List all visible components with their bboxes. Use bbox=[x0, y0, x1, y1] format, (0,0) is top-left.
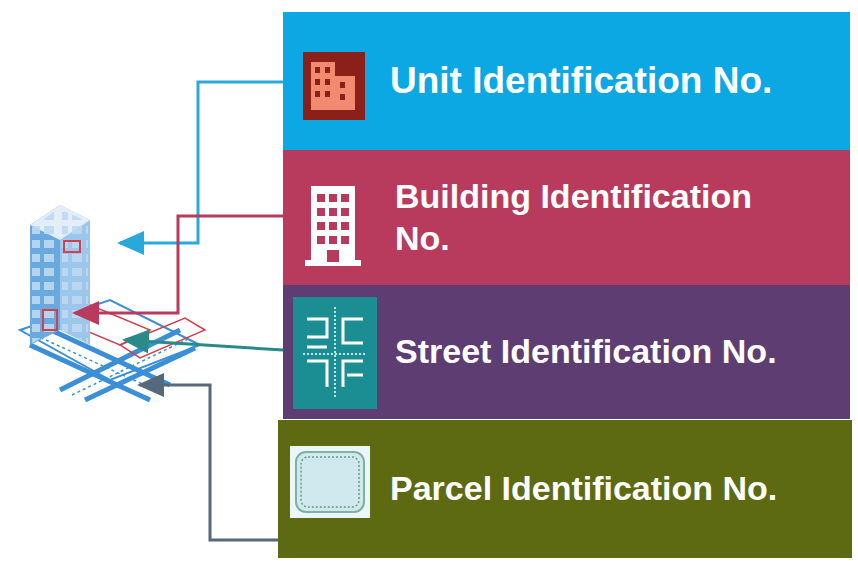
band-label: Unit Identification No. bbox=[390, 58, 840, 103]
band-label: Building Identification No. bbox=[395, 176, 795, 259]
id-band: Building Identification No. bbox=[283, 150, 850, 285]
unit-icon bbox=[303, 52, 365, 120]
band-label: Parcel Identification No. bbox=[390, 468, 790, 509]
band-label: Street Identification No. bbox=[395, 331, 795, 372]
building-icon bbox=[297, 180, 369, 270]
parcel-icon bbox=[290, 446, 370, 518]
id-band: Unit Identification No. bbox=[283, 12, 850, 150]
street-icon bbox=[293, 297, 377, 409]
